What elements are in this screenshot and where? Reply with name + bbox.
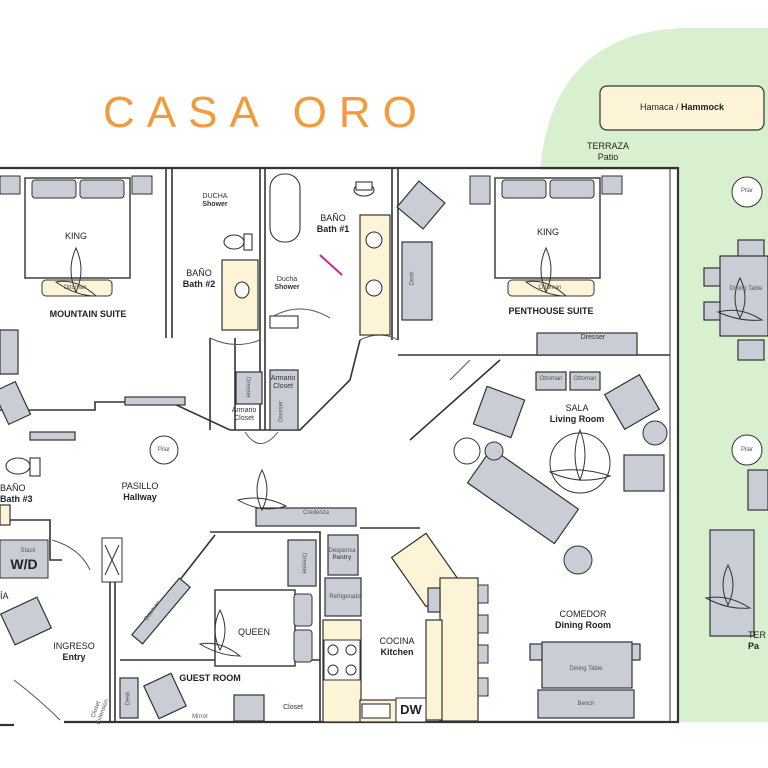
room-bano2: BAÑO Bath #2 (174, 268, 224, 290)
dining-table-label-1: Dining Table (569, 666, 603, 672)
wd-label: W/D (10, 556, 38, 572)
hammock-label-es: Hamaca (639, 102, 674, 112)
bano2-en: Bath #2 (182, 279, 216, 289)
king-label-1: KING (64, 231, 87, 241)
shelving-grid (101, 537, 123, 583)
sala-en: Living Room (549, 414, 605, 424)
closet-label: Closet (283, 704, 303, 711)
desk-label-2: Desk (125, 691, 132, 706)
ingreso-en: Entry (62, 652, 86, 662)
cocina-en: Kitchen (380, 647, 414, 657)
ducha-mid-en: Shower (274, 284, 300, 291)
ingreso-es: INGRESO (53, 641, 95, 651)
dining-table-label-2: Dining Table (729, 286, 763, 292)
room-terraza-right: TER Pa (748, 630, 768, 652)
credenza-label: Credenza (302, 510, 329, 516)
ducha-top: DUCHA Shower (195, 193, 235, 209)
desk-label-1: Desk (409, 271, 416, 286)
stove (323, 639, 361, 681)
pasillo-es: PASILLO (121, 481, 159, 491)
ducha-mid-es: Ducha (276, 276, 298, 283)
sala-es: SALA (565, 403, 589, 413)
ottomans (41, 279, 595, 297)
room-pasillo: PASILLO Hallway (110, 481, 170, 503)
bano2-es: BAÑO (186, 268, 212, 278)
room-sala: SALA Living Room (540, 403, 614, 425)
refrigerador-label: Refrigerador (329, 594, 363, 600)
ducha-top-en: Shower (202, 201, 228, 208)
ottoman-label-3: Ottoman (539, 376, 563, 382)
washer-dryer (0, 539, 49, 579)
terraza-right-es: TER (748, 630, 766, 640)
cocina-es: COCINA (379, 636, 415, 646)
page-title: CASA ORO (103, 88, 429, 137)
bano1-en: Bath #1 (316, 224, 350, 234)
ducha-mid: Ducha Shower (268, 276, 306, 292)
ducha-top-es: DUCHA (202, 193, 228, 200)
room-guest: GUEST ROOM (179, 673, 241, 683)
mirror-label: Mirror (192, 714, 208, 720)
dresser-label-3: Dresser (278, 401, 285, 423)
terraza-top-en: Patio (597, 152, 619, 162)
ottoman-label-1: Ottoman (63, 285, 87, 291)
bench-label: Bench (577, 701, 595, 707)
ceiling-fans (54, 246, 764, 657)
bano3-es: BAÑO (0, 483, 26, 493)
bano1-es: BAÑO (320, 213, 346, 223)
comedor-en: Dining Room (555, 620, 611, 630)
armario-label-2: Armario Closet (231, 407, 257, 422)
pilar-label-3: Pilar (740, 447, 753, 453)
dresser-label-1: Dresser (580, 334, 606, 341)
room-bano1: BAÑO Bath #1 (308, 213, 358, 235)
pasillo-en: Hallway (123, 492, 157, 502)
despensa-label: Despensa Pantry (324, 548, 360, 562)
dishwasher (395, 697, 427, 723)
dining-table (541, 255, 768, 689)
pillows (0, 175, 623, 663)
despensa-es: Despensa (328, 548, 356, 554)
ottoman-label-2: Ottoman (538, 285, 562, 291)
bath-fixtures (5, 173, 391, 719)
shower-door (319, 254, 343, 276)
king-label-2: KING (536, 227, 559, 237)
hammock (599, 85, 765, 131)
room-ingreso: INGRESO Entry (44, 641, 104, 663)
stools (477, 584, 489, 697)
comedor-es: COMEDOR (559, 609, 607, 619)
dresser-label-2: Dresser (244, 376, 251, 398)
despensa-en: Pantry (332, 555, 352, 561)
terraza-right-en: Pa (748, 641, 760, 651)
bano3-en: Bath #3 (0, 494, 33, 504)
hammock-label: Hamaca / Hammock (639, 102, 725, 112)
room-mountain-suite: MOUNTAIN SUITE (49, 309, 127, 319)
hammock-label-en: Hammock (681, 102, 725, 112)
room-bano3: BAÑO Bath #3 (0, 483, 33, 505)
armario-label-1: Armario Closet (270, 375, 296, 390)
pilar-label-1: Pilar (157, 447, 170, 453)
room-lavanderia: ÍA (0, 591, 9, 601)
dresser-label-4: Dresser (300, 552, 307, 574)
queen-label: QUEEN (237, 627, 270, 637)
room-terraza-top: TERRAZA Patio (578, 141, 638, 163)
room-cocina: COCINA Kitchen (370, 636, 424, 658)
room-penthouse-suite: PENTHOUSE SUITE (508, 306, 594, 316)
pilar-label-2: Pilar (740, 188, 753, 194)
dw-label: DW (400, 702, 422, 717)
stack-label: Stack (20, 548, 36, 554)
terraza-top-es: TERRAZA (586, 141, 629, 151)
room-comedor: COMEDOR Dining Room (546, 609, 620, 631)
ottoman-label-4: Ottoman (573, 376, 597, 382)
